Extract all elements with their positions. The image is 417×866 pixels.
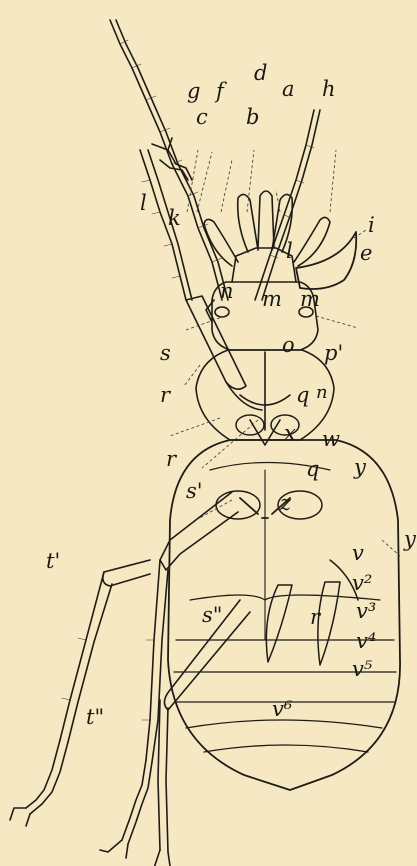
label-v4: v⁴ [356,629,376,653]
label-v3: v³ [356,599,376,623]
label-p-prime: p' [324,341,343,365]
label-x: x [284,421,296,445]
right-antenna [255,110,320,300]
label-r-upper: r [160,383,172,407]
label-s: s [160,341,171,365]
label-m-right: m [300,287,320,311]
left-antenna [110,20,228,300]
label-v2: v² [352,571,372,595]
label-t-double: t" [86,705,104,729]
label-c: c [196,105,208,129]
label-v6: v⁶ [272,697,293,721]
label-t-prime: t' [46,549,60,573]
label-m-left: m [262,287,282,311]
label-r-mid: r [166,447,178,471]
label-i: i [368,213,375,237]
label-q: q [296,383,309,407]
front-leg-raised [140,138,262,410]
label-s-double: s" [202,603,222,627]
label-v5: v⁵ [352,657,373,681]
label-z: z [279,491,292,515]
label-d: d [254,61,267,85]
label-l-head: l [286,239,293,263]
label-q-lower: q [306,457,319,481]
head [204,191,356,350]
label-h: h [322,77,336,101]
label-y-right: y [403,527,417,551]
label-v: v [352,541,364,565]
label-n-right: n [316,382,328,403]
label-k: k [168,206,181,230]
label-l-leg: l [140,191,147,215]
label-b: b [246,105,259,129]
label-e: e [360,241,372,265]
label-a: a [282,77,295,101]
label-w: w [322,427,340,451]
label-o: o [282,333,295,357]
label-g: g [187,79,200,103]
label-n-left: n [220,279,234,303]
label-y: y [353,455,367,479]
label-f: f [214,79,227,103]
hind-leg [10,560,150,826]
label-s-prime: s' [186,479,203,503]
